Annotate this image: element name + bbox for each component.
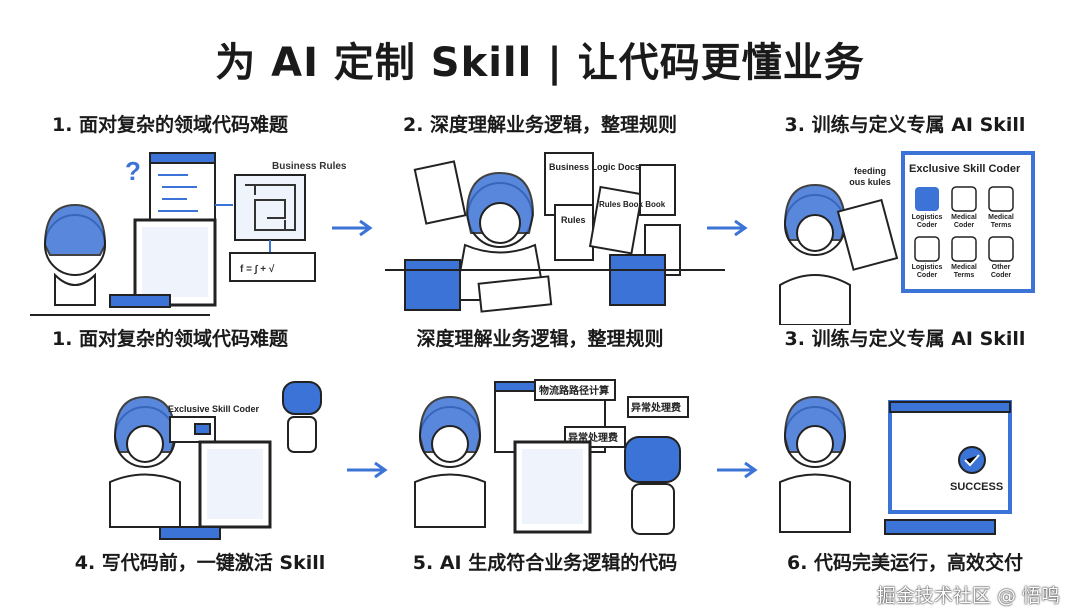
bone-icon — [951, 236, 977, 262]
arrow-right-icon — [347, 461, 388, 479]
arrow-right-icon — [717, 461, 758, 479]
feeding-label: feeding ous kules — [849, 166, 891, 187]
tile-label: Other Coder — [990, 264, 1012, 279]
shield-icon — [988, 236, 1014, 262]
step3-caption: 3. 训练与定义专属 AI Skill — [784, 328, 1026, 350]
step5-illustration: 物流路路径计算 异常处理费 异常处理费 — [414, 379, 689, 535]
tile-label: Medical Terms — [988, 214, 1014, 229]
pill-icon — [951, 186, 977, 212]
step6-illustration: SUCCESS — [779, 395, 1012, 535]
heart-icon — [988, 186, 1014, 212]
rules-label: Rules — [561, 215, 586, 225]
skill-bubble-label: Exclusive Skill Coder — [168, 404, 260, 414]
step1-illustration: ? Business Rules f = ∫ + √ — [30, 152, 347, 316]
robot-icon — [282, 381, 322, 415]
arrow-right-icon — [332, 219, 373, 237]
docs-label: Business Logic Docs — [549, 162, 640, 172]
step3-heading: 3. 训练与定义专属 AI Skill — [784, 114, 1026, 136]
step3-illustration: Exclusive Skill Coder — [779, 151, 1035, 325]
bubble-exception-fee: 异常处理费 — [631, 401, 681, 414]
bubble-exception-fee-2: 异常处理费 — [568, 431, 618, 444]
step1-heading: 1. 面对复杂的领域代码难题 — [51, 114, 289, 136]
skill-board-title: Exclusive Skill Coder — [909, 163, 1021, 175]
step2-heading: 2. 深度理解业务逻辑，整理规则 — [402, 114, 678, 136]
rules-book-label: Rules Book Book — [599, 200, 666, 209]
step5-caption: 5. AI 生成符合业务逻辑的代码 — [412, 552, 678, 574]
robot-icon — [624, 436, 681, 483]
step6-caption: 6. 代码完美运行，高效交付 — [786, 552, 1024, 574]
tile-label: Medical Coder — [951, 214, 977, 229]
page-title: 为 AI 定制 Skill | 让代码更懂业务 — [215, 40, 865, 86]
tile-label: Medical Terms — [951, 264, 977, 279]
tile-label: Logistics Coder — [911, 214, 943, 229]
step4-illustration: Exclusive Skill Coder — [109, 381, 322, 540]
step4-caption: 4. 写代码前，一键激活 Skill — [74, 552, 326, 574]
step2-caption: 深度理解业务逻辑，整理规则 — [416, 328, 664, 350]
step2-illustration: Business Logic Docs Rules Rules Book Boo… — [385, 152, 725, 313]
medkit-icon — [914, 236, 940, 262]
question-mark-icon: ? — [125, 156, 141, 186]
watermark: 掘金技术社区 @ 悟鸣 — [876, 585, 1060, 607]
truck-icon — [915, 187, 939, 211]
bubble-logistics-route: 物流路路径计算 — [539, 384, 609, 397]
formula-label: f = ∫ + √ — [240, 264, 275, 275]
arrow-right-icon — [707, 219, 748, 237]
business-rules-label: Business Rules — [272, 161, 347, 172]
step1-caption: 1. 面对复杂的领域代码难题 — [51, 328, 289, 350]
success-label: SUCCESS — [950, 481, 1003, 493]
tile-label: Logistics Coder — [911, 264, 943, 279]
